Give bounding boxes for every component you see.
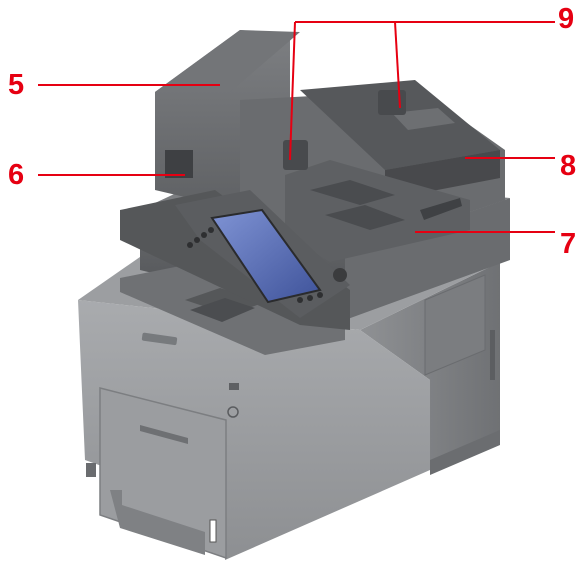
callout-number: 7 — [560, 228, 576, 260]
leader-line — [394, 21, 401, 109]
side-opening — [165, 150, 193, 178]
power-button — [227, 406, 239, 418]
width-guide-right — [378, 90, 406, 115]
panel-button — [187, 242, 193, 248]
callout-5: 5 — [8, 69, 220, 101]
callout-number: 9 — [558, 3, 574, 35]
callout-9: 9 — [289, 3, 574, 161]
base-right-rim — [430, 430, 500, 475]
callout-6: 6 — [8, 159, 185, 191]
usb-port — [229, 383, 239, 390]
panel-button — [201, 232, 207, 238]
callout-8: 8 — [465, 150, 576, 182]
width-guide-left — [283, 140, 308, 170]
callout-number: 8 — [560, 150, 576, 182]
cassette-handle-slot — [86, 463, 96, 477]
side-latch — [490, 330, 495, 380]
panel-button — [297, 297, 303, 303]
panel-button — [307, 295, 313, 301]
original-tray — [300, 80, 500, 170]
operation-panel — [120, 190, 350, 330]
front-badge — [141, 332, 178, 346]
panel-button — [208, 227, 214, 233]
leader-line — [289, 21, 296, 161]
base-bottom-rim — [110, 490, 205, 555]
callout-number: 6 — [8, 159, 24, 191]
callout-7: 7 — [415, 228, 576, 260]
panel-button — [194, 237, 200, 243]
side-panel — [424, 274, 486, 376]
callout-number: 5 — [8, 69, 24, 101]
start-button — [333, 268, 347, 282]
panel-button — [317, 292, 323, 298]
cassette-label — [209, 519, 217, 543]
touch-panel-screen — [210, 208, 322, 304]
